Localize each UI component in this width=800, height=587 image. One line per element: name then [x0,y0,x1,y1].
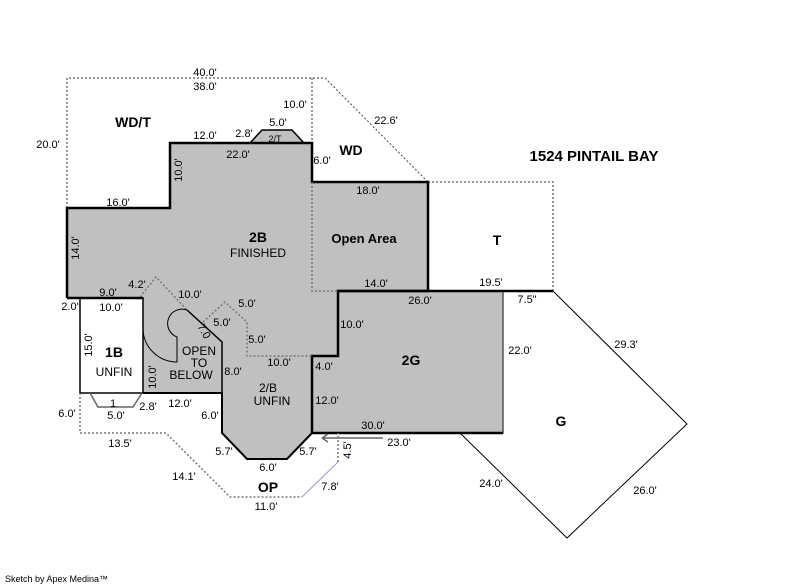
room-op: OP [258,479,278,495]
op-diagonal [301,461,339,498]
room-g: G [556,413,567,429]
room-wd: WD [339,142,362,158]
dimension-label: 40.0' [193,67,217,79]
dimension-label: 10.0' [178,289,202,301]
dimension-label: 5.7' [299,446,316,458]
one-b-area [79,297,144,394]
dimension-label: 12.0' [168,398,192,410]
room-wd-t: WD/T [115,114,151,130]
dimension-label: 7.8' [321,481,338,493]
room-t: T [493,232,502,248]
room-open-area: Open Area [331,231,397,246]
dimension-label: 4.2' [128,279,145,291]
g-outline [459,290,688,539]
dimension-label: 1 [110,398,116,410]
dimension-label: 6.0' [259,462,276,474]
open-below-edge [186,309,223,393]
dimension-label: 2.8' [139,401,156,413]
dimension-label: 9.0' [99,287,116,299]
dimension-label: 7.5" [517,294,536,306]
dimension-label: 5.0' [213,317,230,329]
two-slash-b-outline [143,392,313,460]
room-1b: 1B [105,344,123,360]
room-open-to-below-2: TO [191,356,207,370]
dimension-label: 22.0' [508,345,532,357]
open-area-left-edge [311,182,338,292]
dimension-label: 4.0' [315,361,332,373]
room-2b-sub: FINISHED [230,246,286,260]
open-below-dotted [139,275,188,311]
dimension-label: 6.0' [58,408,75,420]
dimension-label: 26.0' [408,295,432,307]
dimension-label: 2.0' [61,301,78,313]
room-open-to-below-1: OPEN [182,344,216,358]
dimension-label: 6.0' [313,155,330,167]
dimension-label: 8.0' [224,366,241,378]
dimension-label: 5.0' [269,117,286,129]
dimension-label: 15.0' [83,333,95,357]
op-outline [79,393,302,498]
t-outline [428,181,554,291]
dimension-label: 4.5' [342,441,354,458]
dimension-label: 12.0' [193,130,217,142]
dimension-label: 22.0' [226,149,250,161]
dimension-label: 20.0' [36,139,60,151]
stair-icon [142,308,188,363]
dimension-label: 5.0' [248,334,265,346]
room-2g: 2G [402,352,421,368]
dimension-label: 10.0' [283,99,307,111]
dimension-label: 38.0' [193,81,217,93]
dimension-label: 26.0' [633,485,657,497]
dimension-label: 6.0' [201,410,218,422]
dimension-label: 23.0' [387,437,411,449]
room-open-to-below-3: BELOW [169,368,213,382]
dimension-label: 14.0' [364,278,388,290]
property-address: 1524 PINTAIL BAY [530,148,659,165]
dimension-label: 2.8' [235,128,252,140]
dimension-label: 5.0' [107,410,124,422]
room-2-b-sub: UNFIN [254,394,291,408]
sketch-credit: Sketch by Apex Medina™ [5,574,109,584]
dimension-label: 11.0' [255,501,278,513]
dimension-label: 30.0' [361,420,385,432]
dimension-label: 18.0' [356,185,380,197]
room-2-t: 2/T [268,134,282,144]
dimension-label: 10.0' [173,158,185,182]
room-2b: 2B [249,229,267,245]
dimension-label: 16.0' [106,197,130,209]
wd-t-outline [66,77,325,208]
dimension-label: 13.5' [108,438,132,450]
one-b-bay [89,392,143,408]
room-2-b: 2/B [259,381,277,395]
dimension-label: 14.1' [172,471,196,483]
arrow-icon [321,433,383,443]
dimension-label: 10.0' [340,319,364,331]
two-t-area [249,129,305,144]
room-1b-sub: UNFIN [96,365,133,379]
dimension-label: 5.7' [215,446,232,458]
dimension-label: 10.0' [147,365,159,389]
two-b-area [67,143,428,459]
dimension-label: 29.3' [614,339,638,351]
dimension-label: 12.0' [315,395,339,407]
dimension-label: 5.0' [238,298,255,310]
dimension-label: 10.0' [267,357,291,369]
dimension-label: 19.5' [479,277,503,289]
dimension-label: 24.0' [479,478,503,490]
dimension-label: 14.0' [70,236,82,260]
dimension-labels: 40.0' 38.0' 10.0' 22.6' 20.0' 12.0' 2.8'… [36,67,657,513]
dimension-label: 22.6' [374,115,398,127]
dimension-label: 10.0' [99,302,123,314]
two-b-outline [65,141,503,435]
wd-diagonal [324,77,429,183]
